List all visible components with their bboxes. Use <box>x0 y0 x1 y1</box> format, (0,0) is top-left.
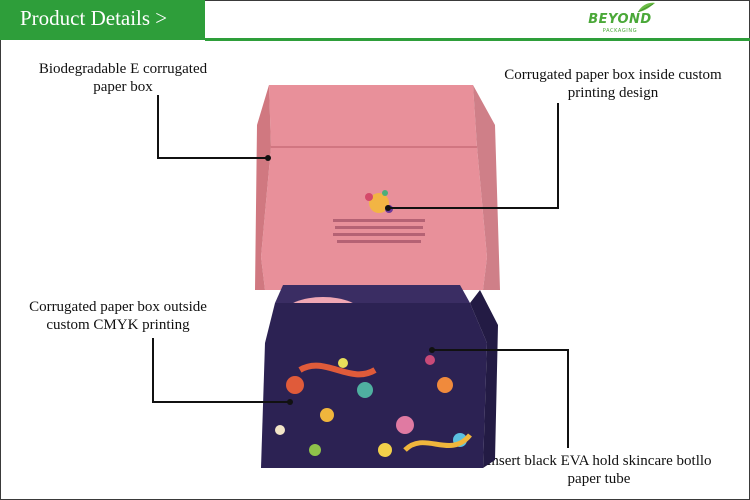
product-details-title: Product Details > <box>20 6 168 30</box>
callout-outside-printing: Corrugated paper box outside custom CMYK… <box>18 298 218 334</box>
connector-eva-insert <box>432 349 569 448</box>
callout-inside-printing: Corrugated paper box inside custom print… <box>480 66 746 102</box>
connector-biodegradable <box>157 95 268 159</box>
connector-inside-printing <box>388 103 559 209</box>
leaf-icon <box>637 2 655 13</box>
callout-line-2: paper tube <box>567 471 631 487</box>
callout-line-2: paper box <box>93 79 153 95</box>
callout-line-1: Biodegradable E corrugated <box>38 61 208 77</box>
brand-name: BEYOND <box>588 12 652 27</box>
box-lid-side-left <box>255 85 271 290</box>
callout-line-1: Corrugated paper box inside custom <box>504 67 722 83</box>
callout-biodegradable: Biodegradable E corrugated paper box <box>18 60 228 96</box>
brand-subtitle: PACKAGING <box>602 28 638 34</box>
box-front-panel <box>261 303 487 468</box>
callout-line-1: Insert black EVA hold skincare botllo <box>486 453 712 469</box>
header-rule <box>205 38 750 41</box>
inner-print-text-line <box>333 219 425 222</box>
callout-line-2: printing design <box>567 85 659 101</box>
callout-line-1: Corrugated paper box outside <box>29 299 207 315</box>
box-lid-inside <box>261 85 487 290</box>
inner-print-flower <box>369 193 389 213</box>
cmyk-pattern <box>275 355 472 457</box>
box-lid-side-right <box>473 85 500 290</box>
mailer-box-illustration <box>255 85 500 468</box>
callout-line-2: custom CMYK printing <box>46 317 190 333</box>
callout-eva-insert: Insert black EVA hold skincare botllo pa… <box>458 452 740 488</box>
connector-outside-printing <box>152 338 290 403</box>
brand-logo: BEYOND PACKAGING <box>580 2 660 38</box>
product-details-tab: Product Details > <box>0 0 205 40</box>
